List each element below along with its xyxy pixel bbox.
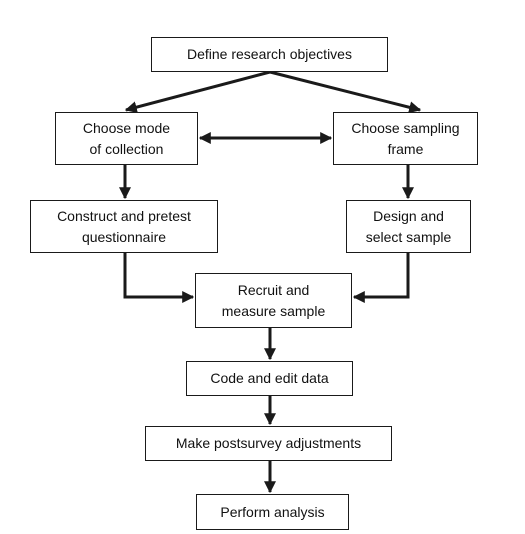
node-label: Choose sampling frame [351, 119, 460, 157]
arrow-objectives-to-frame [269, 70, 422, 114]
node-label: Define research objectives [187, 46, 352, 62]
node-label: Make postsurvey adjustments [175, 435, 362, 451]
node-perform-analysis: Perform analysis [196, 494, 349, 530]
node-code-edit-data: Code and edit data [186, 361, 353, 396]
node-label: Recruit and measure sample [221, 281, 326, 319]
arrow-construct-to-recruit [123, 253, 195, 303]
node-construct-pretest-questionnaire: Construct and pretest questionnaire [30, 200, 218, 253]
node-design-select-sample: Design and select sample [346, 200, 471, 253]
arrow-design-to-recruit [352, 253, 410, 303]
node-label: Construct and pretest questionnaire [57, 207, 191, 245]
node-choose-sampling-frame: Choose sampling frame [333, 112, 478, 165]
node-make-postsurvey-adjustments: Make postsurvey adjustments [145, 426, 392, 461]
node-label: Perform analysis [220, 503, 325, 520]
arrow-objectives-to-mode [124, 70, 271, 114]
node-define-research-objectives: Define research objectives [151, 37, 388, 72]
node-label: Choose mode of collection [82, 119, 171, 157]
node-choose-mode-of-collection: Choose mode of collection [55, 112, 198, 165]
node-label: Design and select sample [365, 207, 452, 245]
node-recruit-measure-sample: Recruit and measure sample [195, 273, 352, 328]
node-label: Code and edit data [210, 370, 329, 386]
